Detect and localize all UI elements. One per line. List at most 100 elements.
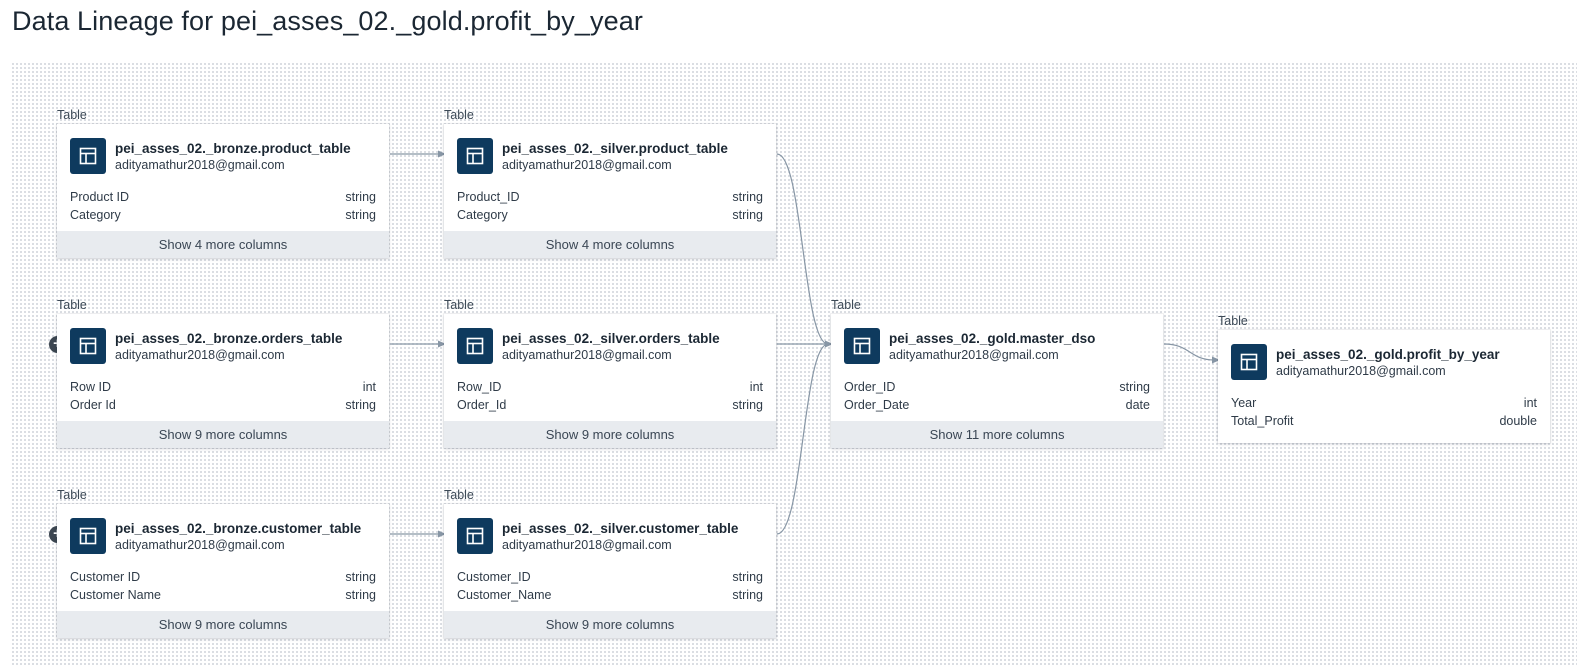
table-owner: adityamathur2018@gmail.com: [502, 348, 672, 362]
column-list: Year int Total_Profit double: [1218, 388, 1550, 443]
table-name[interactable]: pei_asses_02._silver.customer_table: [502, 521, 739, 536]
table-icon: [457, 138, 493, 174]
node-type-label: Table: [57, 108, 87, 122]
column-list: Order_ID string Order_Date date: [831, 372, 1163, 420]
table-owner: adityamathur2018@gmail.com: [502, 158, 672, 172]
column-row: Order_ID string: [844, 378, 1150, 396]
column-type: int: [362, 380, 376, 394]
column-name: Product ID: [70, 190, 130, 204]
column-type: string: [1119, 380, 1150, 394]
table-icon: [1231, 344, 1267, 380]
table-owner: adityamathur2018@gmail.com: [115, 348, 285, 362]
table-name[interactable]: pei_asses_02._bronze.orders_table: [115, 331, 343, 346]
column-name: Year: [1231, 396, 1257, 410]
node-type-label: Table: [444, 108, 474, 122]
column-type: string: [732, 398, 763, 412]
table-owner: adityamathur2018@gmail.com: [115, 158, 285, 172]
table-owner: adityamathur2018@gmail.com: [115, 538, 285, 552]
column-name: Customer Name: [70, 588, 161, 602]
column-type: string: [732, 190, 763, 204]
column-row: Customer Name string: [70, 586, 376, 604]
column-type: string: [732, 588, 763, 602]
column-list: Row ID int Order Id string: [57, 372, 389, 420]
show-more-columns-button[interactable]: Show 4 more columns: [444, 231, 776, 258]
table-node-gold-master-dso[interactable]: pei_asses_02._gold.master_dso adityamath…: [831, 314, 1163, 448]
table-node-silver-orders[interactable]: pei_asses_02._silver.orders_table aditya…: [444, 314, 776, 448]
show-more-columns-button[interactable]: Show 9 more columns: [444, 421, 776, 448]
node-type-label: Table: [444, 488, 474, 502]
column-name: Product_ID: [457, 190, 520, 204]
table-name[interactable]: pei_asses_02._bronze.product_table: [115, 141, 351, 156]
column-name: Row_ID: [457, 380, 502, 394]
table-icon: [70, 328, 106, 364]
column-name: Order_Date: [844, 398, 910, 412]
table-node-silver-customer[interactable]: pei_asses_02._silver.customer_table adit…: [444, 504, 776, 638]
column-name: Order Id: [70, 398, 116, 412]
node-type-label: Table: [444, 298, 474, 312]
table-name[interactable]: pei_asses_02._bronze.customer_table: [115, 521, 362, 536]
column-row: Order_Date date: [844, 396, 1150, 414]
table-owner: adityamathur2018@gmail.com: [502, 538, 672, 552]
column-type: int: [749, 380, 763, 394]
column-name: Customer ID: [70, 570, 141, 584]
table-node-bronze-product[interactable]: pei_asses_02._bronze.product_table adity…: [57, 124, 389, 258]
table-node-gold-profit-by-year[interactable]: pei_asses_02._gold.profit_by_year aditya…: [1218, 330, 1550, 443]
node-type-label: Table: [831, 298, 861, 312]
column-name: Row ID: [70, 380, 111, 394]
column-row: Category string: [70, 206, 376, 224]
table-icon: [70, 518, 106, 554]
table-owner: adityamathur2018@gmail.com: [1276, 364, 1446, 378]
column-row: Year int: [1231, 394, 1537, 412]
column-type: string: [345, 588, 376, 602]
table-icon: [457, 518, 493, 554]
column-list: Customer ID string Customer Name string: [57, 562, 389, 610]
column-type: date: [1125, 398, 1150, 412]
column-type: double: [1499, 414, 1537, 428]
column-row: Row_ID int: [457, 378, 763, 396]
table-icon: [457, 328, 493, 364]
column-name: Customer_ID: [457, 570, 531, 584]
column-row: Row ID int: [70, 378, 376, 396]
page-title: Data Lineage for pei_asses_02._gold.prof…: [12, 6, 643, 36]
column-type: string: [345, 208, 376, 222]
show-more-columns-button[interactable]: Show 9 more columns: [57, 611, 389, 638]
table-icon: [844, 328, 880, 364]
column-name: Order_ID: [844, 380, 896, 394]
column-type: int: [1523, 396, 1537, 410]
column-name: Customer_Name: [457, 588, 552, 602]
column-type: string: [345, 570, 376, 584]
column-row: Customer_Name string: [457, 586, 763, 604]
table-owner: adityamathur2018@gmail.com: [889, 348, 1059, 362]
table-node-bronze-orders[interactable]: pei_asses_02._bronze.orders_table aditya…: [57, 314, 389, 448]
table-name[interactable]: pei_asses_02._silver.product_table: [502, 141, 728, 156]
show-more-columns-button[interactable]: Show 4 more columns: [57, 231, 389, 258]
table-name[interactable]: pei_asses_02._gold.master_dso: [889, 331, 1096, 346]
column-type: string: [732, 570, 763, 584]
table-name[interactable]: pei_asses_02._silver.orders_table: [502, 331, 720, 346]
show-more-columns-button[interactable]: Show 9 more columns: [444, 611, 776, 638]
column-row: Order Id string: [70, 396, 376, 414]
node-type-label: Table: [57, 298, 87, 312]
table-node-bronze-customer[interactable]: pei_asses_02._bronze.customer_table adit…: [57, 504, 389, 638]
show-more-columns-button[interactable]: Show 9 more columns: [57, 421, 389, 448]
column-name: Category: [457, 208, 508, 222]
show-more-columns-button[interactable]: Show 11 more columns: [831, 421, 1163, 448]
column-row: Product_ID string: [457, 188, 763, 206]
column-row: Customer_ID string: [457, 568, 763, 586]
table-icon: [70, 138, 106, 174]
column-type: string: [345, 398, 376, 412]
column-type: string: [732, 208, 763, 222]
table-name[interactable]: pei_asses_02._gold.profit_by_year: [1276, 347, 1500, 362]
node-type-label: Table: [1218, 314, 1248, 328]
node-type-label: Table: [57, 488, 87, 502]
column-name: Total_Profit: [1231, 414, 1294, 428]
table-node-silver-product[interactable]: pei_asses_02._silver.product_table adity…: [444, 124, 776, 258]
column-name: Category: [70, 208, 121, 222]
column-row: Category string: [457, 206, 763, 224]
